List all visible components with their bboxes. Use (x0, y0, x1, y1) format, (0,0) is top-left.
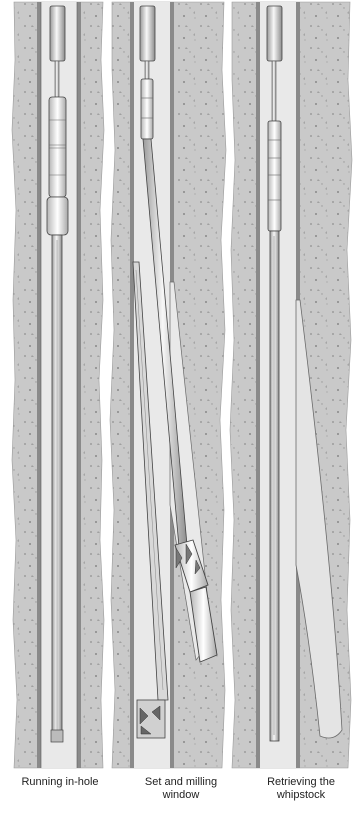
caption-set-and-milling-window: Set and milling window (121, 776, 241, 802)
caption-retrieving-the-whipstock: Retrieving the whipstock (241, 776, 361, 802)
panel-set-and-milling-window (110, 2, 226, 768)
casing-wall-right (77, 2, 81, 768)
drill-pipe (140, 6, 155, 61)
casing-wall-right (296, 2, 300, 302)
whipstock (270, 231, 279, 741)
drill-pipe (267, 6, 282, 61)
retrieving-tool (268, 121, 281, 231)
milling-assembly (49, 97, 66, 197)
anchor (51, 730, 63, 742)
panel-retrieving-the-whipstock (230, 2, 352, 768)
casing-wall-left (130, 2, 134, 768)
casing-wall-right (170, 2, 174, 282)
string-mill (141, 79, 153, 139)
caption-running-in-hole: Running in-hole (0, 776, 120, 789)
whipstock-operation-diagram (0, 0, 361, 770)
casing-wall-left (256, 2, 260, 768)
drill-pipe (50, 6, 65, 61)
casing-wall-left (37, 2, 41, 768)
panel-running-in-hole (12, 2, 104, 768)
